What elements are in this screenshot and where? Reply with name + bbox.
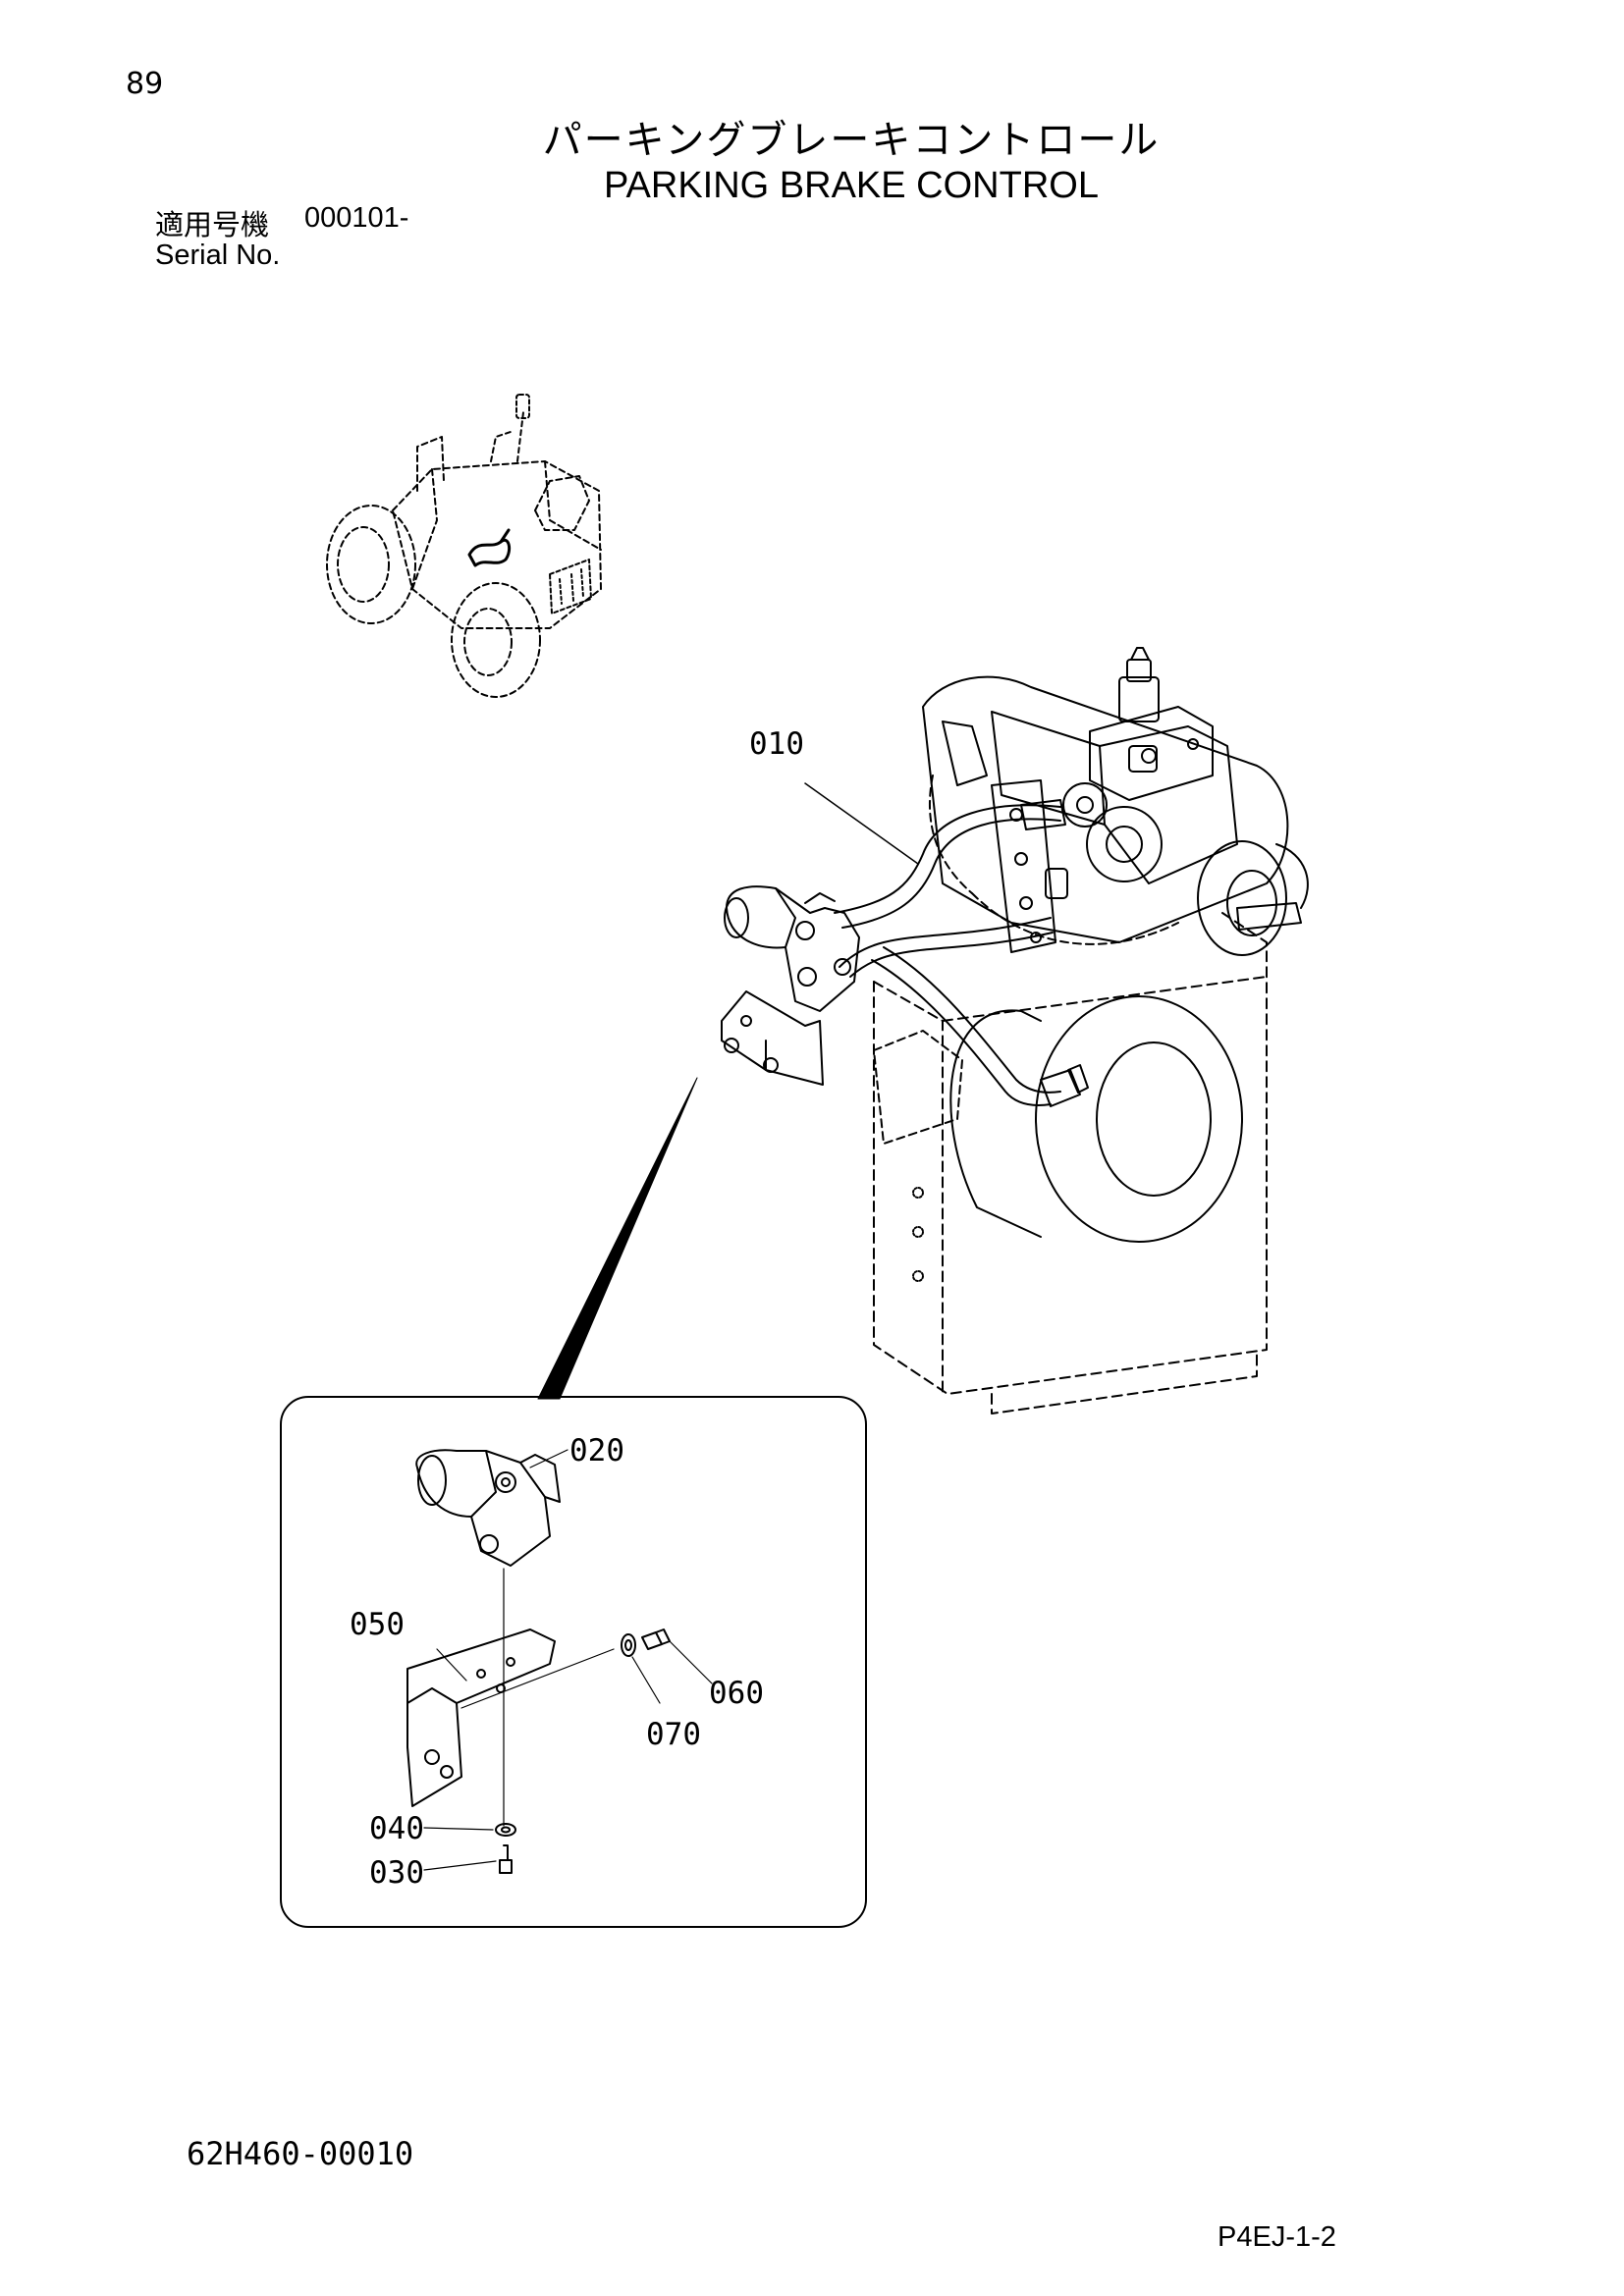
callout-050: 050: [350, 1607, 405, 1642]
serial-label-japanese: 適用号機: [155, 208, 270, 241]
page-title-english: PARKING BRAKE CONTROL: [604, 165, 1099, 206]
callout-070: 070: [646, 1717, 701, 1752]
hydraulic-pump: [922, 647, 1309, 956]
detail-view-frame: [280, 1396, 867, 1928]
brake-valve-assembly: [721, 885, 860, 1086]
page-title-japanese: パーキングブレーキコントロール: [542, 118, 1161, 163]
callout-010: 010: [749, 726, 804, 762]
callout-060: 060: [709, 1676, 764, 1711]
page-number: 89: [126, 67, 164, 101]
page-code: P4EJ-1-2: [1218, 2221, 1336, 2253]
detail-pointer: [537, 1077, 698, 1400]
callout-030: 030: [369, 1855, 424, 1891]
callout-020: 020: [569, 1433, 624, 1468]
transmission-housing: [873, 912, 1268, 1415]
serial-number-value: 000101-: [304, 202, 409, 234]
detail-solenoid-valve: [406, 1449, 671, 1874]
drawing-code: 62H460-00010: [187, 2135, 414, 2172]
callout-040: 040: [369, 1811, 424, 1846]
vehicle-location-thumbnail: [326, 394, 602, 698]
hose-assembly: [834, 799, 1089, 1107]
serial-label-english: Serial No.: [155, 240, 281, 271]
